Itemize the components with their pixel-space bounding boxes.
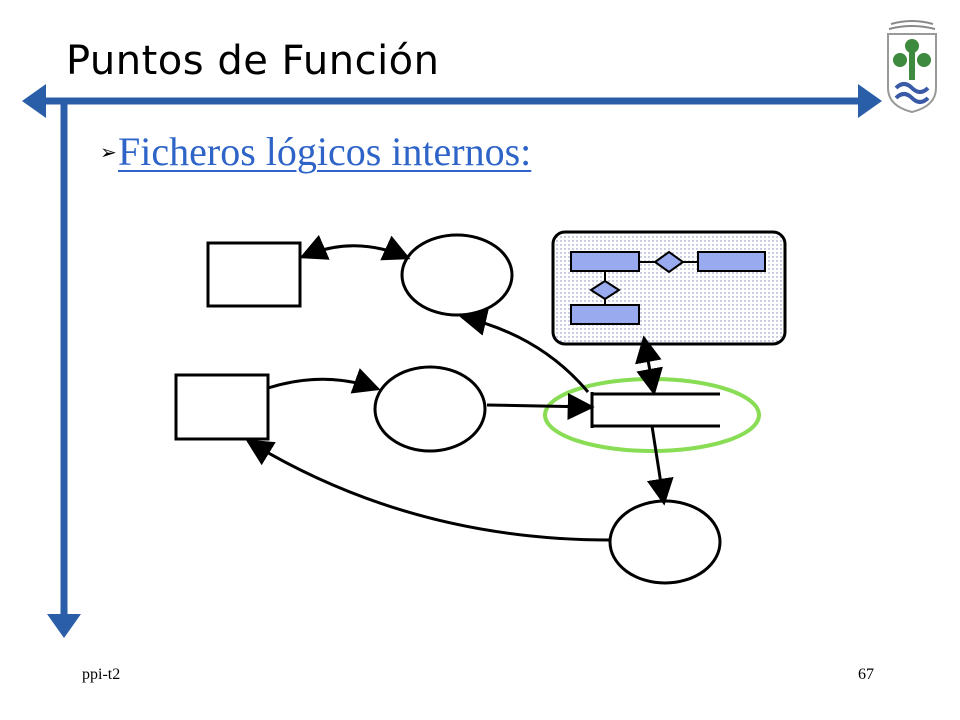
external-entity-middle — [174, 373, 270, 441]
flow-panel-store — [635, 335, 663, 396]
data-flows — [245, 234, 674, 542]
frame-right-arrowhead — [858, 84, 882, 118]
flow-process-middle-store — [486, 393, 595, 421]
flow-entity-middle-process-middle — [267, 368, 381, 394]
frame-decoration — [22, 84, 882, 638]
flow-entity-top-process-top — [299, 234, 411, 261]
process-top — [400, 233, 514, 317]
footer-label: ppi-t2 — [82, 666, 121, 683]
university-emblem — [887, 20, 937, 114]
data-store — [590, 392, 720, 428]
process-middle — [373, 365, 487, 453]
frame-left-arrowhead — [22, 84, 46, 118]
frame-down-arrowhead — [47, 614, 81, 638]
flow-process-bottom-entity-middle — [245, 439, 611, 542]
external-entity-top — [206, 241, 302, 308]
bullet-item: ➢ Ficheros lógicos internos: — [100, 128, 531, 175]
data-model-panel — [551, 230, 787, 346]
er-relationship-2 — [589, 279, 621, 301]
arrow-bullet-icon: ➢ — [100, 139, 117, 164]
flow-store-process-bottom — [646, 425, 674, 506]
bullet-link-text[interactable]: Ficheros lógicos internos: — [118, 129, 532, 174]
er-entity-1 — [570, 251, 640, 272]
slide-title: Puntos de Función — [66, 38, 440, 84]
flow-store-process-top — [459, 309, 590, 393]
process-bottom — [608, 499, 722, 585]
er-entity-2 — [697, 251, 766, 272]
er-entity-3 — [570, 304, 640, 325]
page-number: 67 — [858, 666, 874, 683]
